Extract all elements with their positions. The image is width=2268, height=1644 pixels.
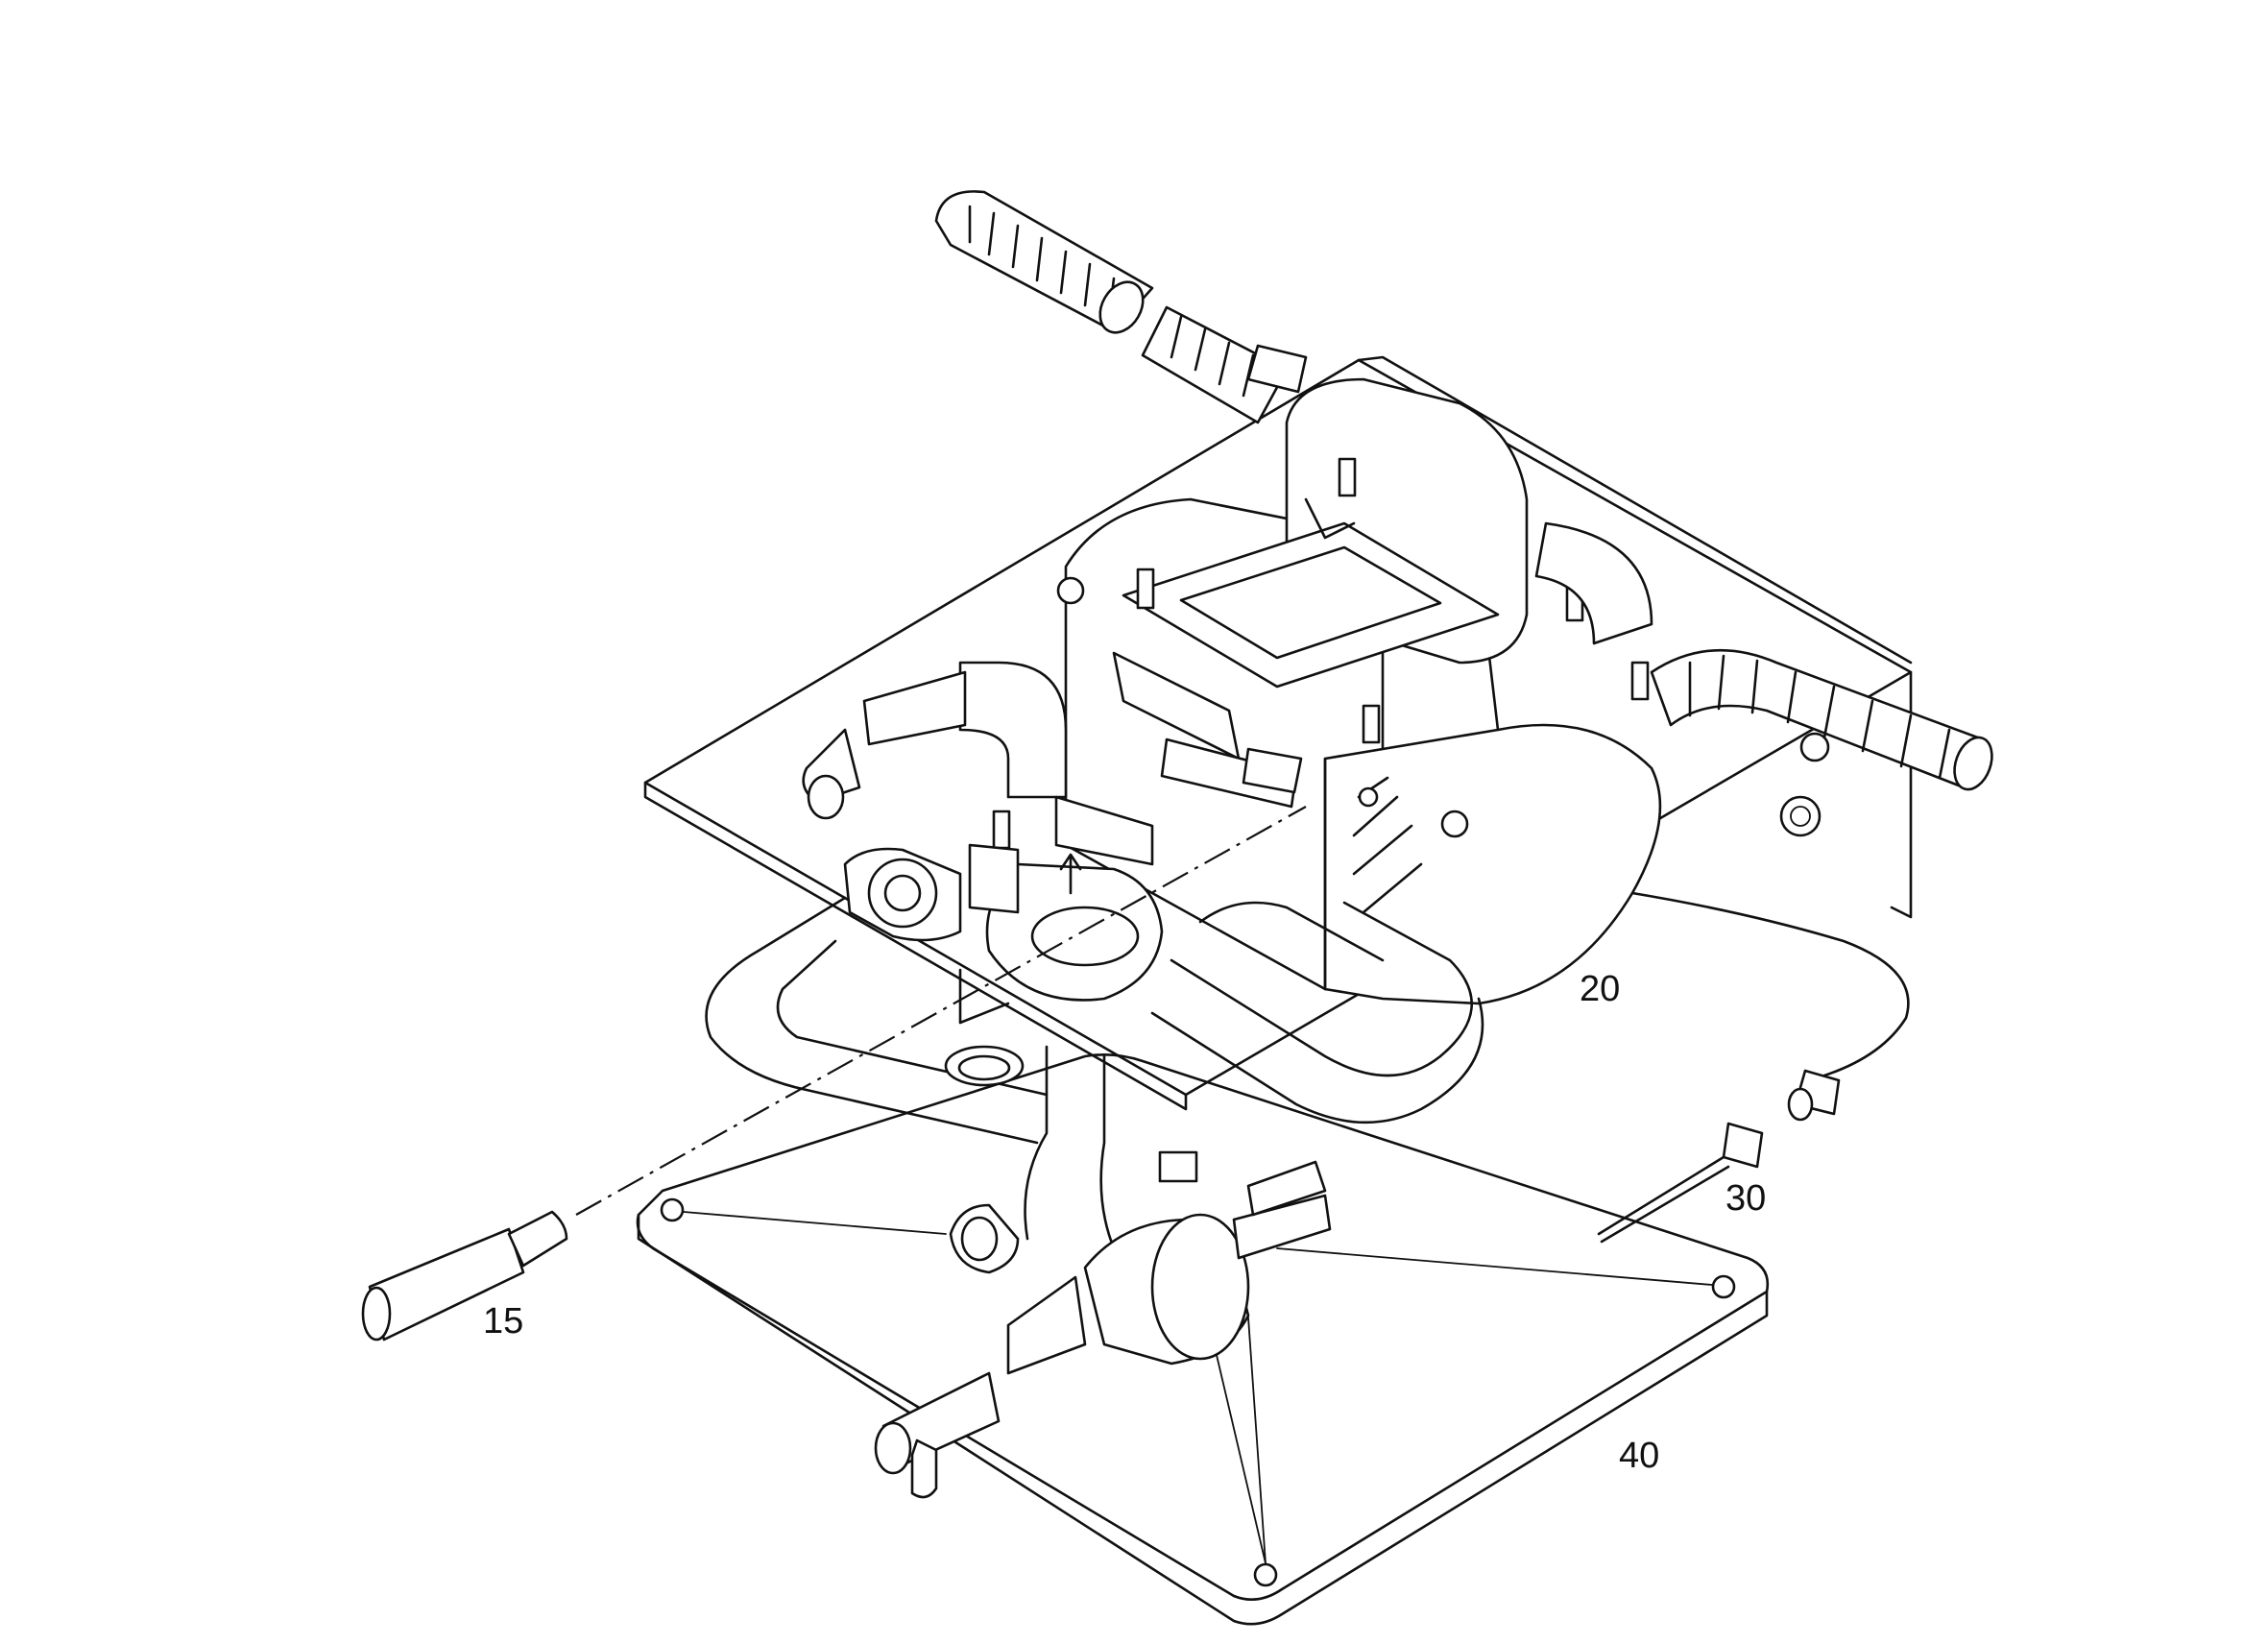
callout-20: 20 [1580, 969, 1620, 1009]
hose-clamp [1246, 1160, 1327, 1217]
exhaust-hose-upper [934, 190, 1308, 424]
coolant-elbow [802, 661, 1303, 1002]
valve-block [843, 810, 1020, 942]
base-plate-hole [1711, 1274, 1736, 1299]
fuel-pump [874, 1150, 1332, 1499]
hose-clamp [1242, 747, 1303, 794]
inlet-pipe [361, 806, 1307, 1342]
stud-bolt [1630, 661, 1650, 701]
stud-bolt [1362, 704, 1381, 744]
screw-head [1440, 810, 1469, 838]
clamp-bracket [1122, 521, 1500, 689]
callout-15: 15 [483, 1301, 523, 1342]
callout-40: 40 [1619, 1436, 1659, 1476]
hex-nut [1779, 795, 1822, 837]
hose-clamp [1246, 344, 1308, 394]
screw-head [1056, 576, 1085, 605]
stud-bolt [1136, 568, 1155, 610]
flow-arrow [1059, 853, 1082, 895]
temperature-sensor-head [1722, 1122, 1764, 1169]
heat-exchanger-top [1122, 377, 1650, 744]
screw-head [1358, 786, 1379, 808]
base-plate-hole [1253, 1562, 1278, 1587]
coolant-pump [985, 862, 1164, 1002]
exhaust-hose-right [1534, 521, 1993, 791]
stud-bolt [1338, 457, 1357, 497]
callout-30: 30 [1725, 1178, 1766, 1219]
coolant-loop [705, 896, 1484, 1250]
mounting-plate [643, 355, 1913, 1111]
mount-block [1158, 1150, 1198, 1183]
hex-nut [1799, 732, 1830, 762]
base-plate-hole [660, 1197, 685, 1222]
sensor-cable [1597, 891, 1910, 1244]
